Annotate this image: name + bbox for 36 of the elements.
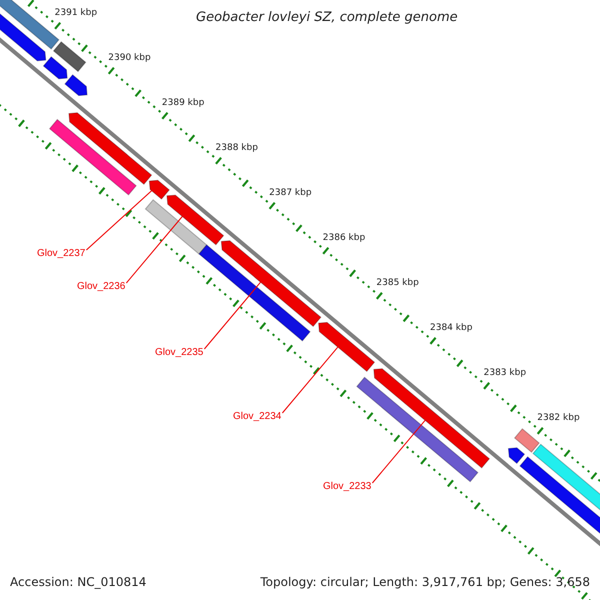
- scale-label: 2389 kbp: [162, 98, 204, 108]
- gene-label: Glov_2234: [233, 411, 282, 422]
- gene-bar: [514, 428, 540, 453]
- gene-label: Glov_2237: [37, 248, 86, 259]
- accession-text: Accession: NC_010814: [10, 575, 146, 589]
- gene-feature: [64, 74, 88, 96]
- genome-info-text: Topology: circular; Length: 3,917,761 bp; Genes: 3,658: [260, 575, 590, 589]
- scale-label: 2388 kbp: [216, 142, 258, 153]
- gene-bar: [48, 118, 137, 196]
- leader-line: [204, 282, 262, 350]
- gene-label: Glov_2235: [155, 347, 204, 358]
- leader-line: [372, 420, 426, 484]
- gene-bar: [198, 244, 311, 342]
- gene-feature: [220, 240, 322, 328]
- gene-bar: [52, 41, 86, 72]
- gene-feature: [508, 447, 526, 464]
- scale-label: 2387 kbp: [269, 188, 312, 198]
- scale-label: 2383 kbp: [484, 368, 526, 378]
- leader-line: [86, 190, 152, 250]
- scale-label: 2382 kbp: [537, 412, 580, 423]
- gene-feature: [166, 194, 224, 246]
- scale-label: 2390 kbp: [108, 52, 151, 63]
- leader-line: [126, 216, 183, 284]
- title: Geobacter lovleyi SZ, complete genome: [196, 10, 458, 25]
- gene-feature: [42, 56, 68, 80]
- gene-feature: [68, 112, 152, 185]
- gene-label: Glov_2233: [323, 481, 372, 492]
- scale-label: 2391 kbp: [54, 8, 98, 18]
- gene-bar: [356, 376, 479, 482]
- scale-label: 2385 kbp: [376, 278, 419, 288]
- gene-bar: [144, 199, 208, 255]
- gene-label: Glov_2236: [77, 281, 126, 292]
- leader-line: [282, 346, 338, 414]
- scale-label: 2384 kbp: [430, 322, 472, 333]
- gene-feature: [318, 322, 376, 372]
- scale-label: 2386 kbp: [322, 232, 366, 243]
